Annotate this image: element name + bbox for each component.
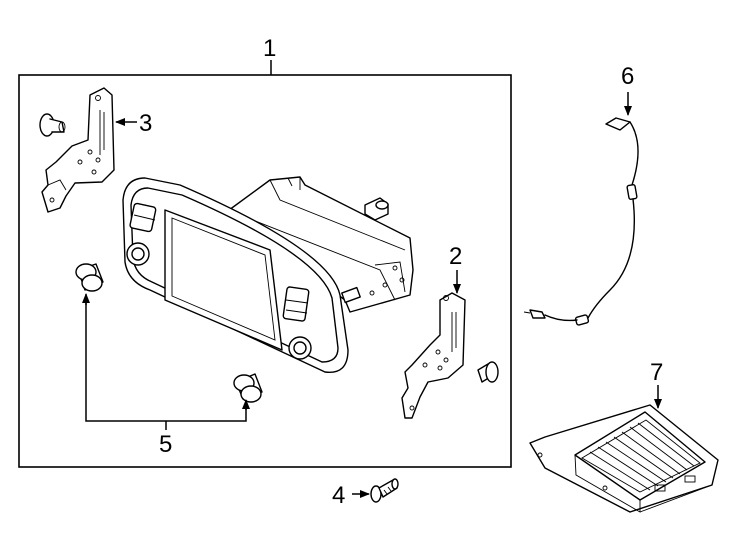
knob-right [233, 373, 263, 403]
right-clip [477, 361, 499, 383]
callout-6-label: 6 [621, 63, 634, 90]
callout-5-label: 5 [159, 431, 172, 458]
left-mounting-bracket [41, 87, 115, 213]
screw [370, 478, 399, 503]
antenna-cable [523, 117, 639, 326]
left-clip [39, 113, 66, 137]
knob-left [75, 263, 104, 292]
right-mounting-bracket [401, 292, 466, 419]
callout-4-label: 4 [332, 482, 345, 509]
radio-display-unit [122, 176, 414, 374]
callout-7-label: 7 [650, 359, 663, 386]
callout-3-label: 3 [139, 110, 152, 137]
callout-2-label: 2 [449, 243, 462, 270]
callout-1-label: 1 [263, 35, 276, 62]
assembly-frame [18, 74, 512, 468]
amplifier-module [529, 404, 719, 513]
